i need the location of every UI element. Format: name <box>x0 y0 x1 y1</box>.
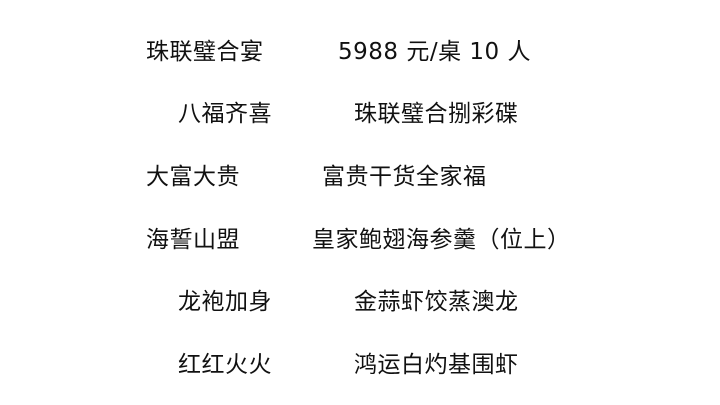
menu-item-dish: 鸿运白灼基围虾 <box>354 352 519 378</box>
menu-item-dish: 皇家鲍翅海参羹（位上） <box>312 227 571 253</box>
menu-item-name: 红红火火 <box>178 352 272 378</box>
menu-title: 珠联璧合宴 <box>146 39 264 65</box>
menu-item-name: 八福齐喜 <box>178 101 272 127</box>
menu-item-name: 海誓山盟 <box>146 227 240 253</box>
menu-item-dish: 珠联璧合捌彩碟 <box>354 101 519 127</box>
menu-item-name: 大富大贵 <box>146 164 240 190</box>
menu-item-dish: 金蒜虾饺蒸澳龙 <box>354 289 519 315</box>
menu-item-dish: 富贵干货全家福 <box>322 164 487 190</box>
menu-item-name: 龙袍加身 <box>178 289 272 315</box>
menu-price: 5988 元/桌 10 人 <box>338 39 531 65</box>
